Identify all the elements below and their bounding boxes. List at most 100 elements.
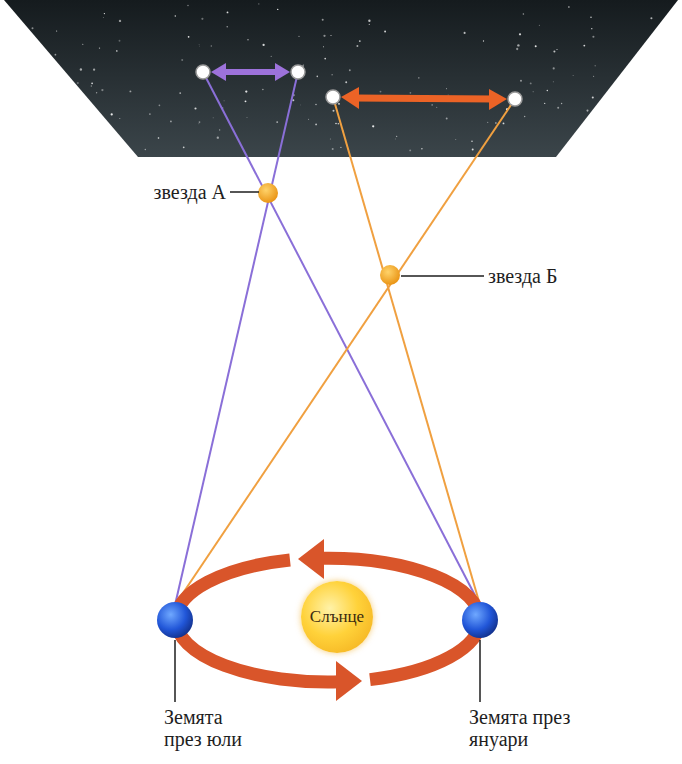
sky-dot bbox=[91, 82, 93, 84]
sky-dot bbox=[538, 24, 540, 26]
sight-line bbox=[203, 72, 480, 605]
apparent-position bbox=[291, 65, 305, 79]
sky-dot bbox=[119, 20, 121, 22]
sky-dot bbox=[520, 80, 522, 82]
sky-dot bbox=[446, 118, 448, 120]
sky-dot bbox=[317, 76, 319, 78]
sky-dot bbox=[199, 45, 201, 47]
sky-dot bbox=[359, 40, 361, 42]
sky-dot bbox=[432, 104, 433, 105]
sky-dot bbox=[111, 113, 113, 115]
sky-dot bbox=[300, 104, 302, 106]
leader-line bbox=[401, 275, 484, 277]
sky-dot bbox=[592, 96, 594, 98]
sky-dot bbox=[533, 91, 534, 92]
sky-dot bbox=[199, 121, 201, 123]
sky-dot bbox=[55, 54, 57, 56]
sky-dot bbox=[77, 82, 79, 84]
sky-dot bbox=[116, 50, 118, 52]
sky-dot bbox=[145, 149, 146, 150]
earth-label: Земята през юли bbox=[164, 706, 252, 750]
sight-line bbox=[333, 97, 480, 605]
sky-dot bbox=[436, 107, 437, 108]
sky-dot bbox=[93, 69, 95, 71]
sky-dot bbox=[198, 123, 200, 125]
sky-dot bbox=[369, 24, 370, 25]
night-sky bbox=[4, 0, 678, 157]
sky-dot bbox=[82, 44, 83, 45]
sun-label: Слънце bbox=[310, 607, 364, 627]
sky-dot bbox=[556, 49, 557, 50]
sky-dot bbox=[262, 89, 264, 91]
sky-dot bbox=[472, 149, 474, 151]
leader-line bbox=[479, 640, 481, 702]
sky-dot bbox=[211, 45, 212, 46]
sky-dot bbox=[159, 104, 161, 106]
sky-dot bbox=[247, 39, 249, 41]
sight-line bbox=[175, 99, 515, 605]
sky-dot bbox=[227, 12, 229, 14]
sky-dot bbox=[557, 107, 559, 109]
sky-dot bbox=[384, 31, 386, 33]
sky-dot bbox=[340, 147, 341, 148]
apparent-position bbox=[508, 92, 522, 106]
sky-dot bbox=[315, 104, 316, 105]
sky-dot bbox=[650, 17, 652, 19]
sky-dot bbox=[519, 33, 521, 35]
sky-dot bbox=[80, 68, 82, 70]
sky-dot bbox=[181, 59, 183, 61]
sky-dot bbox=[592, 36, 594, 38]
sky-dot bbox=[99, 47, 100, 48]
shift-arrow bbox=[341, 87, 507, 110]
sky-dot bbox=[338, 103, 340, 105]
sky-dot bbox=[224, 100, 225, 101]
sky-dot bbox=[91, 85, 92, 86]
sky-dot bbox=[298, 36, 299, 37]
apparent-position bbox=[196, 65, 210, 79]
orbit bbox=[176, 558, 480, 682]
sky-dot bbox=[517, 44, 519, 46]
sky-dot bbox=[245, 100, 247, 102]
sky-dot bbox=[271, 56, 272, 57]
orbit-arrowhead bbox=[336, 661, 362, 701]
sky-dot bbox=[368, 20, 370, 22]
sky-dot bbox=[119, 118, 120, 119]
sky-dot bbox=[394, 138, 396, 140]
apparent-position bbox=[326, 90, 340, 104]
sky-dot bbox=[495, 122, 497, 124]
sky-dot bbox=[262, 44, 264, 46]
sky-dot bbox=[345, 81, 347, 83]
sky-dot bbox=[591, 28, 592, 29]
sky-dot bbox=[175, 15, 177, 17]
sky-dot bbox=[523, 13, 525, 15]
sky-dot bbox=[380, 91, 382, 93]
sky-dot bbox=[149, 113, 151, 115]
sky-dot bbox=[322, 19, 324, 21]
sky-dot bbox=[129, 90, 131, 92]
sky-dot bbox=[349, 69, 351, 71]
star-label: звезда Б bbox=[488, 265, 557, 287]
sky-dot bbox=[158, 137, 160, 139]
sky-dot bbox=[553, 81, 554, 82]
sky-dot bbox=[56, 30, 57, 31]
sky-dot bbox=[487, 122, 488, 123]
sky-dot bbox=[198, 44, 200, 46]
orbit-arrowhead bbox=[298, 539, 324, 579]
earth bbox=[462, 602, 498, 638]
sky-dot bbox=[568, 6, 569, 7]
star bbox=[258, 183, 278, 203]
sky-dot bbox=[324, 58, 326, 60]
sky-dot bbox=[446, 88, 448, 90]
star-label: звезда А bbox=[154, 181, 226, 203]
sight-line bbox=[175, 72, 298, 605]
sky-dot bbox=[187, 5, 188, 6]
sky-dot bbox=[330, 35, 331, 36]
sky-dot bbox=[201, 18, 203, 20]
sky-dot bbox=[219, 129, 220, 130]
star bbox=[380, 265, 400, 285]
sky-dot bbox=[179, 92, 181, 94]
earth-label: Земята през януари bbox=[469, 706, 572, 750]
sky-dot bbox=[561, 103, 562, 104]
sky-dot bbox=[101, 89, 103, 91]
sky-dot bbox=[277, 9, 278, 10]
